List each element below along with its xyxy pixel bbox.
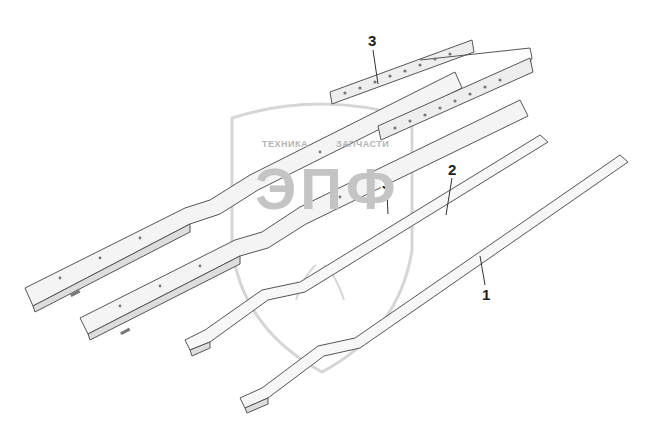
reinforcement-plate bbox=[330, 40, 533, 140]
callout-number: 2 bbox=[447, 162, 457, 177]
watermark-text: ЗАПЧАСТИ bbox=[336, 140, 389, 149]
watermark-text: ТЕХНИКА bbox=[262, 140, 308, 149]
frame-rail bbox=[185, 135, 628, 413]
watermark-logo: ЭПФ bbox=[255, 160, 399, 218]
callout-number: 3 bbox=[367, 33, 377, 48]
callout-number: 1 bbox=[481, 287, 491, 302]
frame-rail bbox=[25, 72, 528, 340]
